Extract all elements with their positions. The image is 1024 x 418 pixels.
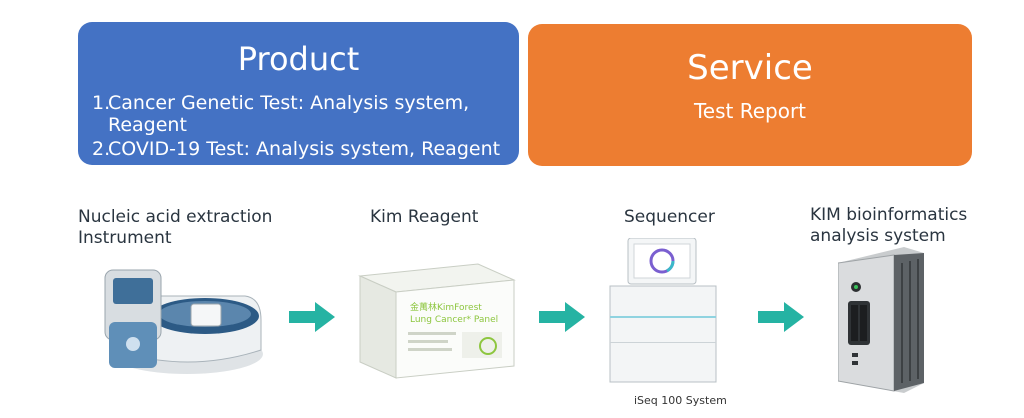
reagent-brand: 金萬林KimForest <box>410 301 482 313</box>
arrow-right-icon <box>539 302 585 332</box>
product-item-text: COVID-19 Test: Analysis system, Reagent <box>108 138 501 160</box>
extraction-instrument-icon <box>104 269 263 374</box>
product-item-number: 2. <box>92 138 111 160</box>
step-label-reagent: Kim Reagent <box>370 207 479 227</box>
step-label-sequencer: Sequencer <box>624 207 715 227</box>
product-item-number: 1. <box>92 92 111 114</box>
service-subtitle: Test Report <box>693 99 807 123</box>
sequencer-caption: iSeq 100 System <box>634 394 727 407</box>
product-item: 2. COVID-19 Test: Analysis system, Reage… <box>92 138 500 160</box>
step-label-extraction: Nucleic acid extraction Instrument <box>78 207 273 248</box>
reagent-product: Lung Cancer* Panel <box>410 315 498 325</box>
step-label-bioinformatics: KIM bioinformatics analysis system <box>810 205 968 246</box>
sequencer-icon <box>609 238 717 383</box>
product-title: Product <box>237 40 360 78</box>
product-list: 1. Cancer Genetic Test: Analysis system,… <box>92 92 500 160</box>
reagent-box-icon: 金萬林KimForest Lung Cancer* Panel <box>358 263 516 379</box>
server-icon <box>838 247 924 393</box>
service-title: Service <box>687 48 813 88</box>
product-box: Product 1. Cancer Genetic Test: Analysis… <box>78 22 519 165</box>
arrow-right-icon <box>289 302 335 332</box>
service-box: Service Test Report <box>528 24 972 166</box>
product-item: 1. Cancer Genetic Test: Analysis system,… <box>92 92 500 136</box>
arrow-right-icon <box>758 302 804 332</box>
product-item-text: Cancer Genetic Test: Analysis system, Re… <box>108 92 470 136</box>
